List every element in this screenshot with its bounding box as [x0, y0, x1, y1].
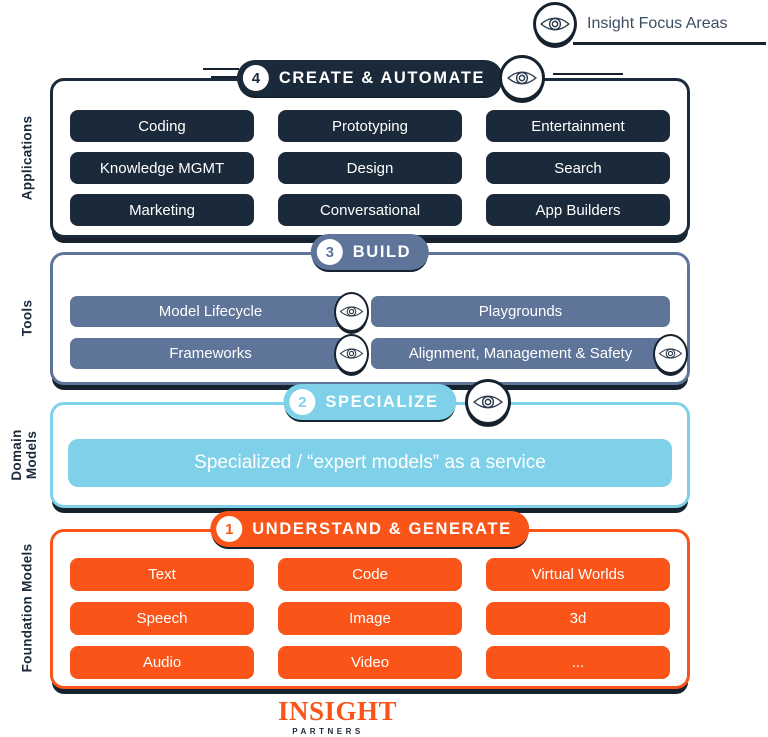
pill-label: Playgrounds — [478, 303, 563, 320]
logo-subtext: PARTNERS — [292, 727, 364, 737]
foundation-pill-code: Code — [278, 558, 462, 591]
header-understand-generate: 1 UNDERSTAND & GENERATE — [210, 511, 530, 547]
side-label-foundation-models: Foundation Models — [19, 543, 35, 673]
side-label-applications: Applications — [19, 115, 35, 201]
logo-wordmark: INSIGHT — [278, 696, 398, 726]
insight-focus-eye-icon — [533, 2, 577, 46]
app-pill-knowledge-mgmt: Knowledge MGMT — [70, 152, 254, 184]
foundation-pill-ellipsis: ... — [486, 646, 670, 679]
pill-label: Model Lifecycle — [158, 303, 263, 320]
focus-eye-icon — [334, 333, 369, 374]
step-number-badge: 3 — [316, 239, 343, 265]
app-pill-app-builders: App Builders — [486, 194, 670, 226]
decorative-line — [203, 68, 239, 70]
foundation-pill-speech: Speech — [70, 602, 254, 635]
section-domain-models: 2 SPECIALIZE Specialized / “expert model… — [50, 379, 690, 508]
section-title: CREATE & AUTOMATE — [278, 68, 486, 87]
foundation-pill-video: Video — [278, 646, 462, 679]
section-title: BUILD — [352, 242, 412, 261]
section-title: UNDERSTAND & GENERATE — [252, 519, 512, 538]
focus-eye-icon — [465, 379, 511, 425]
app-pill-marketing: Marketing — [70, 194, 254, 226]
section-foundation-models: 1 UNDERSTAND & GENERATE Text Code Virtua… — [50, 511, 690, 689]
decorative-line — [553, 73, 623, 75]
tool-pill-model-lifecycle: Model Lifecycle — [70, 291, 369, 332]
foundation-pill-image: Image — [278, 602, 462, 635]
foundation-pill-virtual-worlds: Virtual Worlds — [486, 558, 670, 591]
app-pill-conversational: Conversational — [278, 194, 462, 226]
foundation-pill-audio: Audio — [70, 646, 254, 679]
tool-pill-frameworks: Frameworks — [70, 333, 369, 374]
section-applications: 4 CREATE & AUTOMATE Coding Prototyping E… — [50, 55, 690, 238]
side-label-domain-models: Domain Models — [8, 429, 39, 481]
tool-pill-alignment-management-safety: Alignment, Management & Safety — [371, 333, 688, 374]
app-pill-coding: Coding — [70, 110, 254, 142]
side-label-tools: Tools — [19, 299, 35, 337]
foundation-grid: Text Code Virtual Worlds Speech Image 3d… — [53, 532, 687, 679]
applications-grid: Coding Prototyping Entertainment Knowled… — [53, 81, 687, 226]
decorative-line — [211, 76, 239, 78]
focus-eye-icon — [499, 55, 545, 101]
header-specialize: 2 SPECIALIZE — [283, 384, 457, 420]
section-tools: 3 BUILD Model Lifecycle Playgrounds Fram… — [50, 234, 690, 385]
insight-partners-logo: INSIGHT PARTNERS — [278, 696, 398, 737]
section-title: SPECIALIZE — [325, 392, 439, 411]
foundation-pill-3d: 3d — [486, 602, 670, 635]
tool-pill-playgrounds: Playgrounds — [371, 296, 670, 327]
app-pill-prototyping: Prototyping — [278, 110, 462, 142]
app-pill-search: Search — [486, 152, 670, 184]
app-pill-entertainment: Entertainment — [486, 110, 670, 142]
pill-label: Alignment, Management & Safety — [408, 345, 633, 362]
legend-label: Insight Focus Areas — [572, 6, 767, 42]
focus-eye-icon — [653, 333, 688, 374]
tools-grid: Model Lifecycle Playgrounds Frameworks A… — [53, 255, 688, 374]
header-build: 3 BUILD — [310, 234, 430, 270]
step-number-badge: 2 — [289, 389, 316, 415]
focus-eye-icon — [334, 291, 369, 332]
step-number-badge: 1 — [216, 516, 243, 542]
app-pill-design: Design — [278, 152, 462, 184]
header-create-automate: 4 CREATE & AUTOMATE — [236, 60, 504, 96]
pill-label: Frameworks — [169, 345, 252, 362]
legend: Insight Focus Areas — [533, 2, 767, 46]
domain-pill-specialized-expert-models: Specialized / “expert models” as a servi… — [68, 439, 672, 487]
foundation-pill-text: Text — [70, 558, 254, 591]
step-number-badge: 4 — [242, 65, 269, 91]
